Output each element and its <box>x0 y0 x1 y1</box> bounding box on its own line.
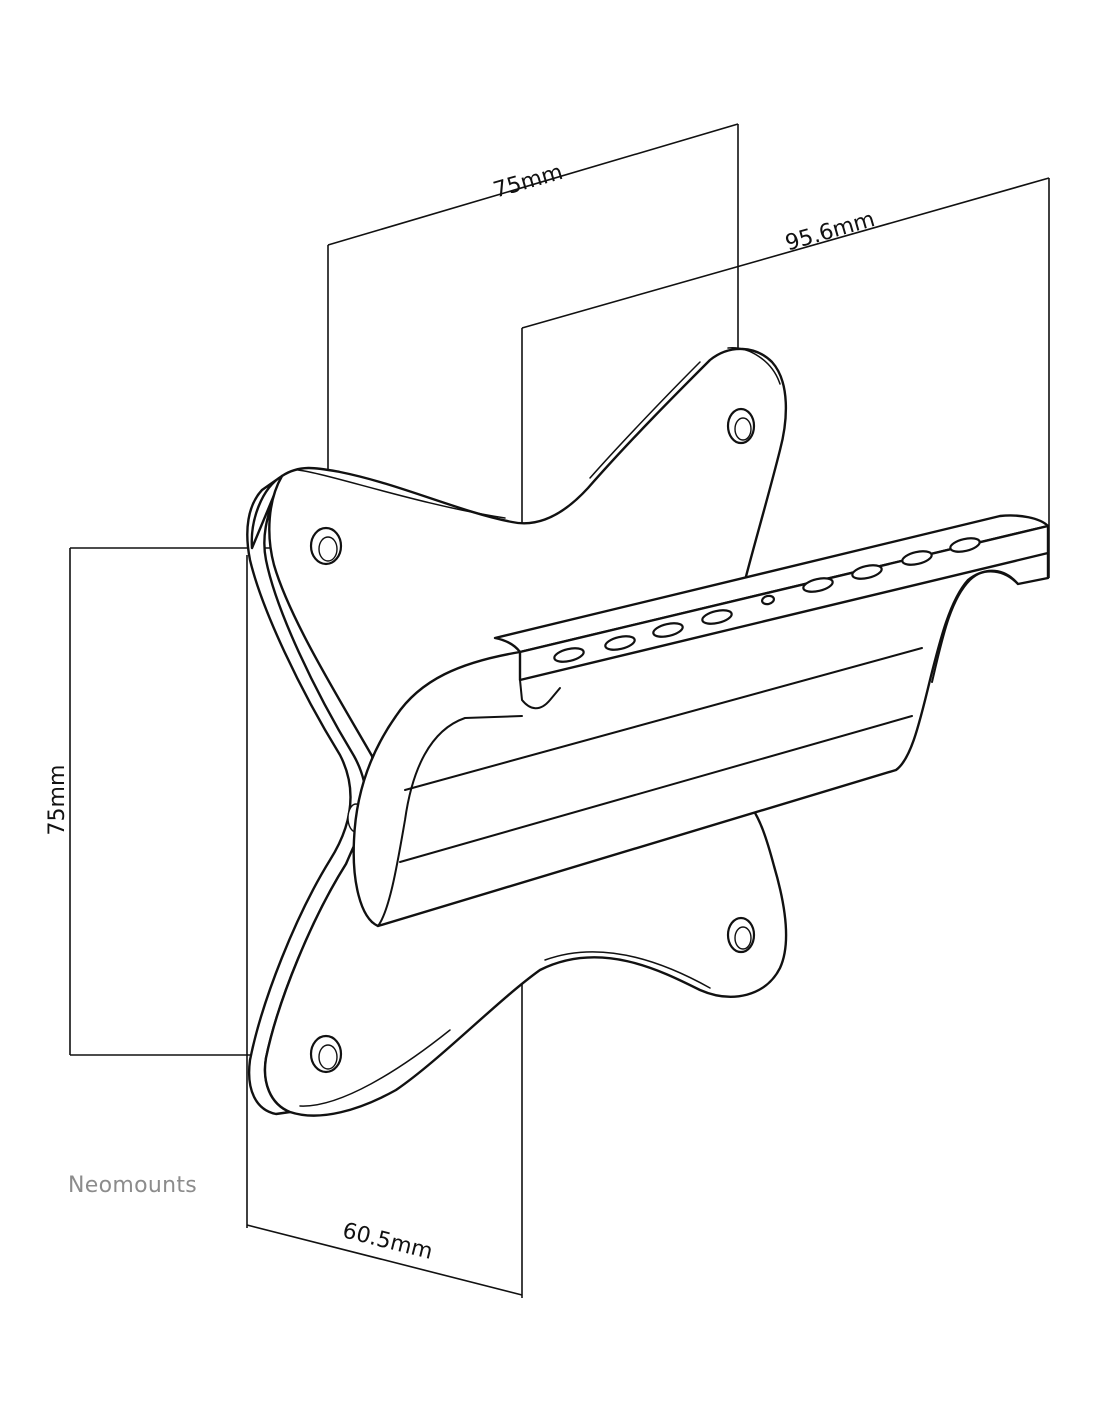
plate-bevel-bottom <box>299 951 711 1107</box>
dim-vertical-hole-spacing: 75mm <box>45 765 70 836</box>
mounting-hole-bottom-left <box>309 1034 343 1074</box>
plate-bevel-top <box>297 347 781 519</box>
arm-lip <box>519 679 561 710</box>
dim-plate-depth: 60.5mm <box>340 1218 435 1264</box>
vesa-plate <box>246 347 788 1117</box>
plate-edge <box>246 474 368 1116</box>
dim-arm-length: 95.6mm <box>783 207 878 256</box>
arm-flange <box>493 514 1050 654</box>
brand-logo-text: Neomounts <box>68 1173 197 1198</box>
dim-top-hole-spacing: 75mm <box>491 160 566 204</box>
arm-slot-holes <box>553 537 981 663</box>
arm-end-curve <box>931 569 1019 683</box>
bracket-arm <box>352 514 1050 928</box>
arm-sweep-3 <box>399 715 913 863</box>
mounting-hole-bottom-right <box>726 916 756 954</box>
dimension-lines <box>69 123 1050 1298</box>
mounting-hole-top-right <box>726 407 756 445</box>
mounting-hole-top-left <box>309 526 343 566</box>
arm-sweep-2 <box>404 647 923 791</box>
arm-sweep-1 <box>377 715 523 927</box>
